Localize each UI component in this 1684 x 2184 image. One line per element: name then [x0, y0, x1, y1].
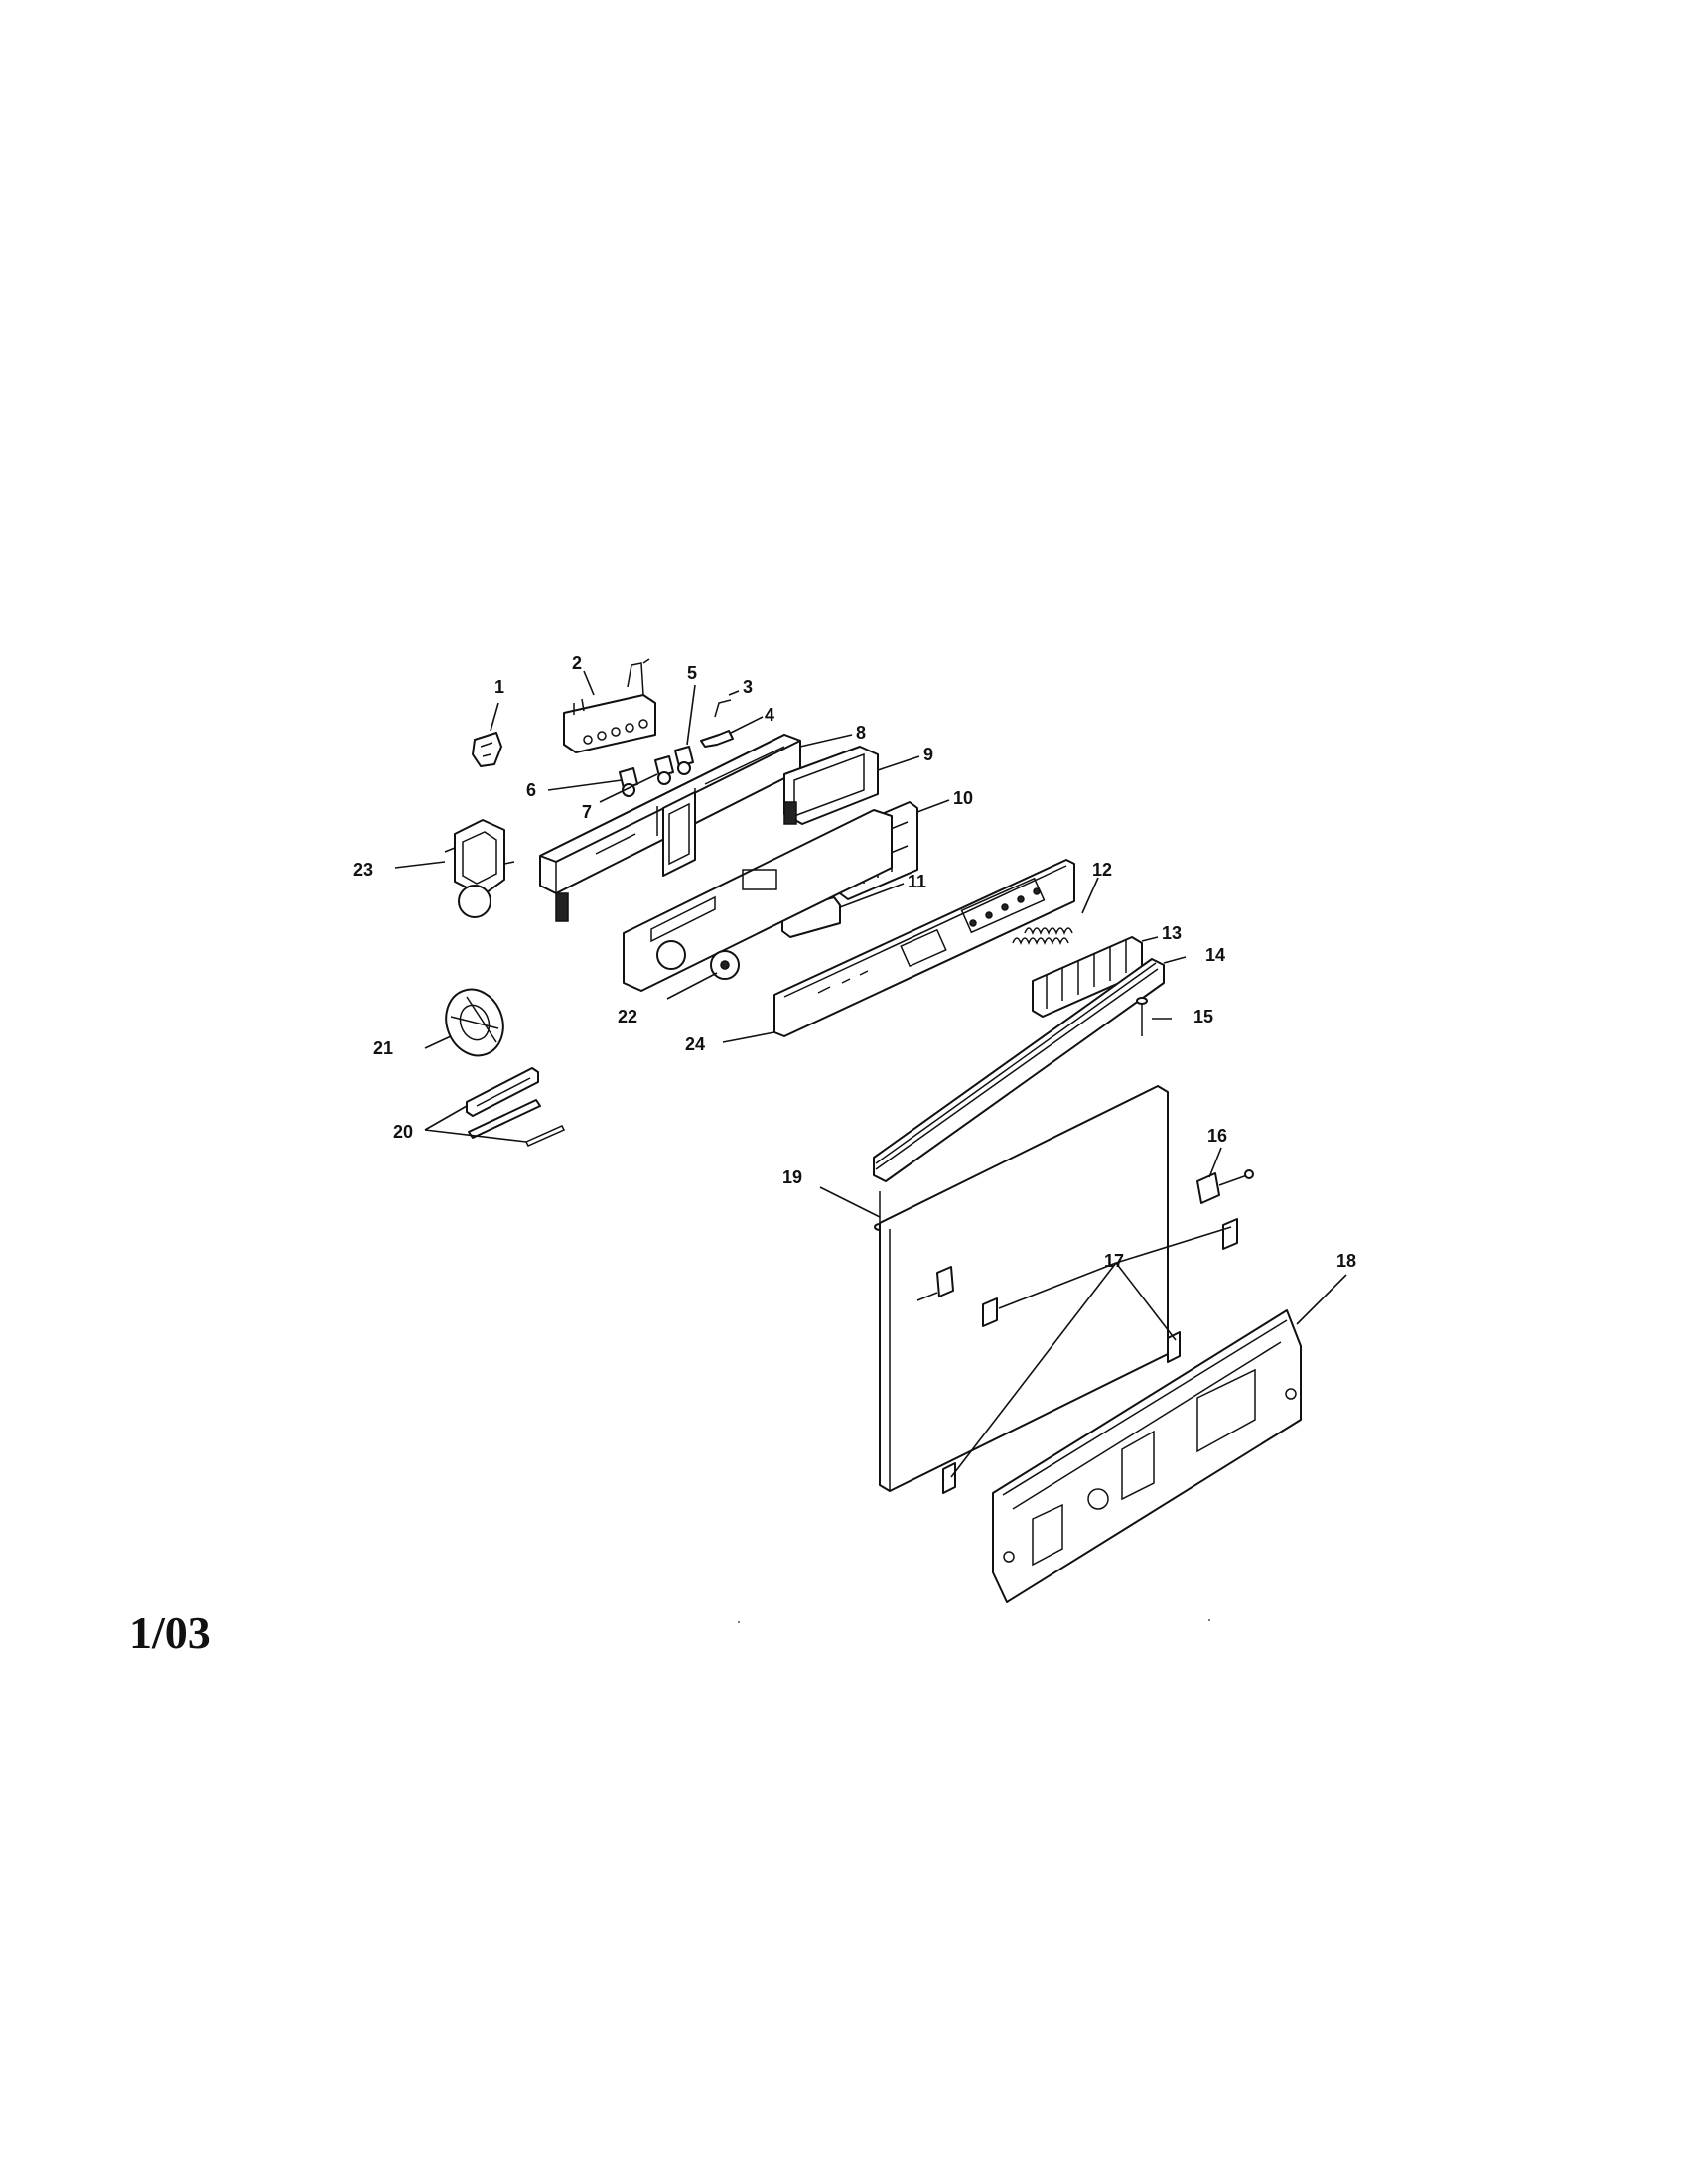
part-18-lower-panel [992, 1309, 1302, 1603]
callout-6: 6 [526, 780, 536, 800]
callout-3: 3 [743, 677, 753, 697]
callout-23: 23 [353, 860, 373, 880]
callout-14: 14 [1205, 945, 1225, 965]
callout-9: 9 [923, 745, 933, 764]
callout-2: 2 [572, 653, 582, 673]
callout-19: 19 [782, 1167, 802, 1187]
part-14-handle-strip [873, 958, 1165, 1182]
callout-5: 5 [687, 663, 697, 683]
callout-17: 17 [1104, 1251, 1124, 1271]
part-15-screw [1136, 997, 1148, 1036]
part-12-springs [1012, 927, 1073, 946]
callout-10: 10 [953, 788, 973, 808]
control-panel-front [623, 809, 893, 992]
callout-15: 15 [1193, 1007, 1213, 1026]
callout-12: 12 [1092, 860, 1112, 880]
callout-labels: 1 2 3 4 5 6 7 8 9 10 11 12 13 14 15 16 1… [353, 653, 1356, 1271]
part-9-display-bracket [783, 746, 879, 825]
part-1-clip [472, 732, 502, 767]
leader-lines [394, 670, 1347, 1478]
callout-20: 20 [393, 1122, 413, 1142]
callout-21: 21 [373, 1038, 393, 1058]
part-3-wire [714, 699, 732, 718]
callout-13: 13 [1162, 923, 1182, 943]
part-23-timer-motor [444, 819, 515, 918]
part-17-brackets [942, 1218, 1238, 1494]
page-code: 1/03 [129, 1607, 210, 1658]
callout-7: 7 [582, 802, 592, 822]
callout-18: 18 [1336, 1251, 1356, 1271]
callout-4: 4 [765, 705, 774, 725]
part-22-knob [710, 950, 740, 980]
callout-11: 11 [908, 872, 926, 891]
part-16-latch [1196, 1169, 1254, 1204]
part-11-latch-cover [781, 896, 841, 938]
part-21-wheel [445, 988, 504, 1057]
part-8-control-housing [539, 734, 801, 922]
callout-24: 24 [685, 1034, 705, 1054]
part-24-fascia-panel [773, 859, 1075, 1037]
callout-8: 8 [856, 723, 866, 743]
part-4-clip [700, 730, 734, 748]
callout-1: 1 [494, 677, 504, 697]
callout-22: 22 [618, 1007, 637, 1026]
part-2-switch-block [563, 658, 656, 753]
part-20-slide-rails [466, 1067, 566, 1147]
callout-16: 16 [1207, 1126, 1227, 1146]
